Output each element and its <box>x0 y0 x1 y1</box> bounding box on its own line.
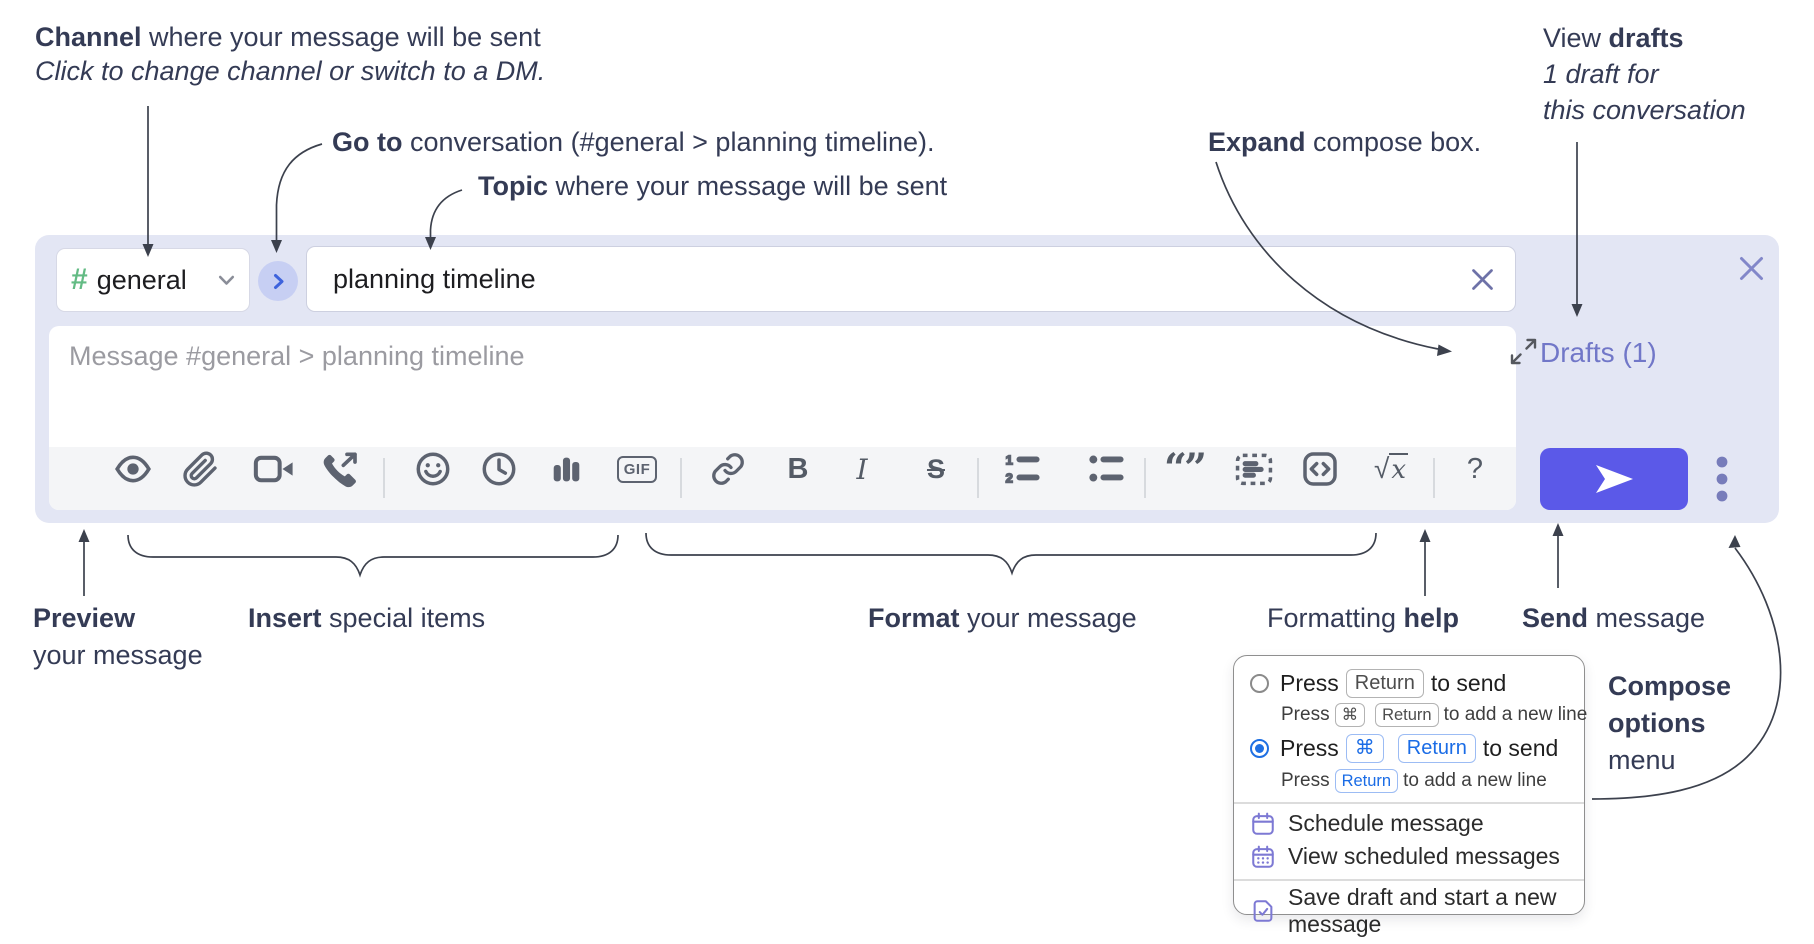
compose-options-menu: Press Return to send Press ⌘ Return to a… <box>1233 655 1588 937</box>
blockquote-icon[interactable]: “” <box>1163 445 1207 492</box>
gif-icon[interactable]: GIF <box>611 444 663 494</box>
code-block-icon[interactable] <box>1232 444 1276 494</box>
italic-icon[interactable]: I <box>856 452 868 486</box>
message-input[interactable]: Message #general > planning timeline <box>69 341 525 371</box>
bold-icon[interactable]: B <box>787 452 809 485</box>
video-clip-icon[interactable] <box>251 444 295 494</box>
return-key: Return <box>1375 703 1439 727</box>
menu-divider <box>1234 879 1584 881</box>
radio-unselected-icon[interactable] <box>1250 674 1269 693</box>
drafts-link[interactable]: Drafts (1) <box>1540 337 1657 368</box>
menu-item-schedule-message[interactable]: Schedule message <box>1250 810 1484 837</box>
preview-annotation: Preview your message <box>33 603 203 670</box>
topic-input[interactable]: planning timeline <box>306 246 1516 312</box>
emoji-icon[interactable] <box>411 444 455 494</box>
topic-annotation: Topic where your message will be sent <box>478 171 948 201</box>
link-icon[interactable] <box>706 444 750 494</box>
cmd-key: ⌘ <box>1345 734 1384 763</box>
chevron-down-icon <box>218 275 235 285</box>
insert-annotation: Insert special items <box>248 603 486 633</box>
preview-eye-icon[interactable] <box>111 444 155 494</box>
ordered-list-icon[interactable]: 1 2 <box>1000 444 1044 494</box>
message-compose-area: Message #general > planning timeline <box>49 326 1537 510</box>
expand-compose-icon[interactable] <box>1510 338 1537 370</box>
view-drafts-annotation: View drafts 1 draft for this conversatio… <box>1543 23 1746 125</box>
menu-item-save-draft[interactable]: Save draft and start a new message <box>1250 884 1584 938</box>
goto-annotation: Go to conversation (#general > planning … <box>332 127 935 157</box>
send-paper-plane-icon <box>1596 465 1633 493</box>
send-button[interactable] <box>1540 448 1688 510</box>
toolbar-divider <box>977 458 979 498</box>
compose-options-menu-icon[interactable] <box>1716 456 1728 507</box>
goto-conversation-button[interactable] <box>258 261 298 301</box>
toolbar-divider <box>1144 458 1146 498</box>
channel-hash-icon: # <box>71 263 88 296</box>
expand-annotation: Expand compose box. <box>1208 127 1482 157</box>
recent-clock-icon[interactable] <box>477 444 521 494</box>
toolbar-divider <box>680 458 682 498</box>
return-key: Return <box>1334 769 1399 793</box>
draft-check-icon <box>1253 900 1273 922</box>
svg-text:1: 1 <box>1006 452 1014 467</box>
option-cmd-return-to-send[interactable]: Press ⌘ Return to send <box>1250 734 1558 763</box>
bulleted-list-icon[interactable] <box>1084 444 1128 494</box>
formatting-help-annotation: Formatting help <box>1267 603 1460 633</box>
topic-value: planning timeline <box>333 263 536 294</box>
strikethrough-icon[interactable]: S <box>926 453 945 484</box>
toolbar-divider <box>383 458 385 498</box>
calendar-dots-icon <box>1252 845 1274 868</box>
menu-item-view-scheduled-messages[interactable]: View scheduled messages <box>1250 843 1560 870</box>
radio-selected-icon[interactable] <box>1250 739 1269 758</box>
compose-box-panel: # general planning timeline Message #gen… <box>35 235 1779 523</box>
channel-selector-button[interactable]: # general <box>56 248 250 312</box>
option-cmd-return-subtext: Press Return to add a new line <box>1281 769 1547 793</box>
formatting-help-icon[interactable]: ? <box>1466 452 1484 485</box>
close-compose-icon[interactable] <box>1739 256 1764 286</box>
format-annotation: Format your message <box>868 603 1137 633</box>
formula-icon[interactable]: √x <box>1373 453 1409 485</box>
return-key: Return <box>1397 734 1476 763</box>
attachment-paperclip-icon[interactable] <box>178 444 222 494</box>
poll-bar-chart-icon[interactable] <box>544 444 588 494</box>
compose-options-annotation: Compose options menu <box>1608 671 1732 775</box>
svg-text:2: 2 <box>1006 470 1013 485</box>
chevron-right-icon <box>273 273 283 289</box>
menu-divider <box>1234 802 1584 804</box>
audio-call-icon[interactable] <box>318 444 362 494</box>
option-return-to-send[interactable]: Press Return to send <box>1250 669 1506 698</box>
return-key: Return <box>1345 669 1424 698</box>
formatting-toolbar: GIF B I S <box>49 444 1516 510</box>
channel-name: general <box>96 264 187 295</box>
toolbar-divider <box>1433 458 1435 498</box>
send-annotation: Send message <box>1522 603 1706 633</box>
clear-topic-icon[interactable] <box>1470 267 1495 292</box>
inline-code-icon[interactable] <box>1298 444 1342 494</box>
cmd-key: ⌘ <box>1334 703 1366 727</box>
channel-annotation: Channel where your message will be sent … <box>35 22 546 86</box>
option-return-subtext: Press ⌘ Return to add a new line <box>1281 703 1588 727</box>
calendar-icon <box>1252 812 1274 835</box>
